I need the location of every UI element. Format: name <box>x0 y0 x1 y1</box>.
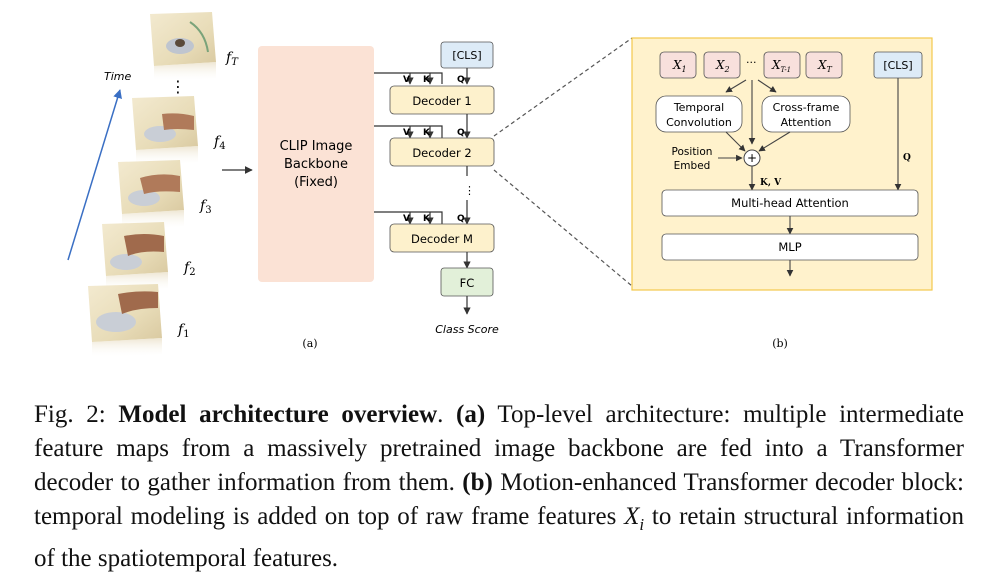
panel-b: X1 X2 ··· XT-1 XT [CLS] Temporal Convolu… <box>631 37 933 350</box>
token-xt-1: XT-1 <box>763 51 801 79</box>
multi-head-attention-label: Multi-head Attention <box>731 196 849 210</box>
zoom-line-top <box>493 37 633 137</box>
token-xt: XT <box>805 51 843 79</box>
token-x1: X1 <box>659 51 697 79</box>
frame-4 <box>132 96 198 166</box>
decoder-2-label: Decoder 2 <box>412 146 471 160</box>
temporal-conv-line-2: Convolution <box>666 116 732 129</box>
sum-symbol: + <box>747 151 757 165</box>
class-score-label: Class Score <box>435 323 499 336</box>
figure-caption: Fig. 2: Model architecture overview. (a)… <box>34 401 965 572</box>
decoder-ellipsis: ⋮ <box>464 184 475 197</box>
svg-text:Q: Q <box>457 128 465 138</box>
fc-label: FC <box>460 276 475 290</box>
caption-title: Model architecture overview <box>118 401 438 428</box>
frame-2 <box>102 222 168 292</box>
panel-b-label: (b) <box>772 337 788 350</box>
svg-text:V: V <box>403 128 410 138</box>
svg-text:XT-1: XT-1 <box>771 58 791 74</box>
backbone-line-3: (Fixed) <box>294 175 338 190</box>
backbone-line-2: Backbone <box>284 157 348 172</box>
frame-label-t: fT <box>225 50 239 68</box>
vkq-labels: V K Q V K Q V K Q <box>403 75 465 224</box>
architecture-figure: Time ⋮ <box>67 12 933 358</box>
svg-text:K: K <box>423 75 431 85</box>
caption-var: Xi <box>624 503 645 534</box>
cross-frame-line-2: Attention <box>781 116 832 129</box>
frame-label-1: f1 <box>177 322 190 340</box>
q-label-b: Q <box>903 153 911 163</box>
decoder-m-box <box>389 223 495 253</box>
time-label: Time <box>104 70 131 83</box>
position-embed-line-2: Embed <box>674 160 711 172</box>
panel-a-label: (a) <box>302 337 317 350</box>
panel-a: Time ⋮ <box>67 12 633 358</box>
svg-text:K: K <box>423 128 431 138</box>
feature-connections <box>374 72 443 225</box>
decoder-1-label: Decoder 1 <box>412 94 471 108</box>
cls-token-label-b: [CLS] <box>883 59 912 72</box>
cross-frame-attention-box <box>761 95 851 133</box>
kv-label: K, V <box>760 178 782 188</box>
frame-label-3: f3 <box>199 198 212 216</box>
caption-b-text-1: Motion-enhanced Transformer decoder bloc… <box>34 469 965 530</box>
caption-a-text: Top-level architecture: multiple interme… <box>34 401 965 496</box>
decoder-1-box <box>389 85 495 115</box>
caption-prefix: Fig. 2: <box>34 401 106 428</box>
temporal-conv-line-1: Temporal <box>673 101 724 114</box>
caption-a-label: (a) <box>456 401 486 428</box>
token-x2: X2 <box>703 51 741 79</box>
decoder-2-box <box>389 137 495 167</box>
cross-frame-line-1: Cross-frame <box>773 101 840 114</box>
caption-b-text-2: to retain structural information of the … <box>34 503 964 572</box>
svg-text:K: K <box>423 214 431 224</box>
frame-3 <box>118 160 184 230</box>
frame-1 <box>88 284 162 358</box>
frame-t <box>150 12 216 82</box>
svg-text:X2: X2 <box>715 58 730 74</box>
svg-text:V: V <box>403 75 410 85</box>
frame-label-2: f2 <box>183 260 196 278</box>
zoom-line-bottom <box>493 169 633 287</box>
clip-backbone-box <box>258 46 374 282</box>
backbone-line-1: CLIP Image <box>280 139 353 154</box>
svg-text:Q: Q <box>457 75 465 85</box>
time-axis-arrow <box>67 89 122 261</box>
caption-b-label: (b) <box>462 469 493 496</box>
cls-token-label-a: [CLS] <box>452 49 481 62</box>
svg-text:XT: XT <box>817 58 833 74</box>
svg-text:Q: Q <box>457 214 465 224</box>
svg-text:X1: X1 <box>672 58 687 74</box>
ellipsis-frames: ⋮ <box>170 77 186 96</box>
decoder-m-label: Decoder M <box>411 232 473 246</box>
svg-text:V: V <box>403 214 410 224</box>
position-embed-line-1: Position <box>672 146 713 158</box>
token-ellipsis: ··· <box>746 56 757 69</box>
mlp-label: MLP <box>778 240 801 254</box>
frame-label-4: f4 <box>213 134 226 152</box>
temporal-convolution-box <box>655 95 743 133</box>
